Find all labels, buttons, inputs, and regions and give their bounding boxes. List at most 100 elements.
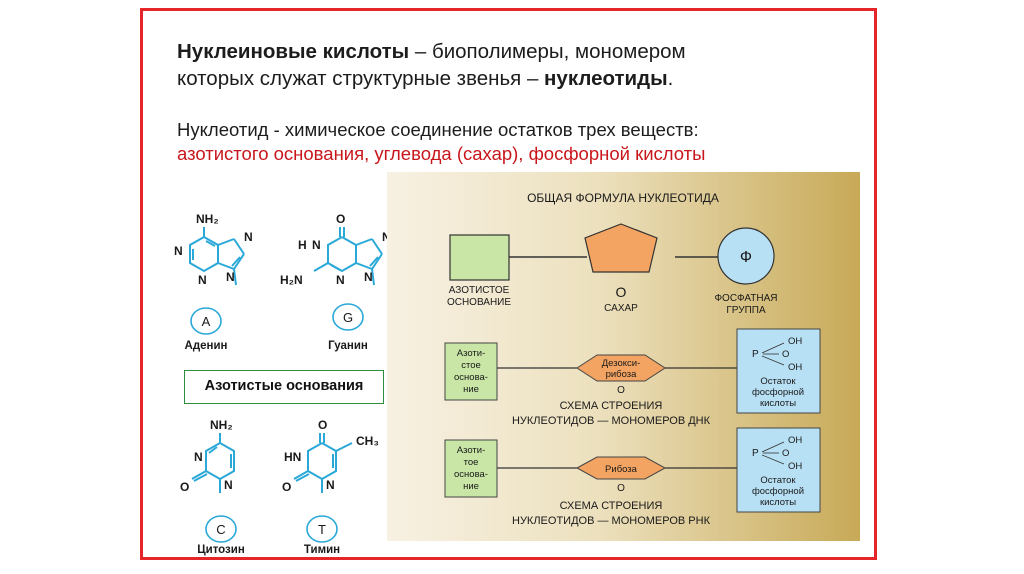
adenine-circle-svg: A	[190, 307, 222, 335]
dna-base-box	[444, 342, 498, 401]
cytosine-n3: N	[194, 450, 203, 464]
dna-sugar-o: O	[617, 385, 625, 396]
dna-sugar-hexagon	[576, 354, 666, 382]
heading-end: .	[667, 67, 674, 90]
adenine-n7: N	[244, 230, 253, 244]
guanine-n9: N	[364, 270, 373, 284]
rna-base-line-3: основа-	[454, 469, 488, 480]
dna-p-bond-1	[761, 342, 785, 354]
dna-base-line-4: ние	[463, 384, 479, 395]
dna-residue-line-1: Остаток	[760, 376, 796, 387]
rna-base-line-2: тое	[464, 457, 479, 468]
heading-text-2: которых служат структурные звенья –	[177, 67, 545, 90]
adenine-n3: N	[198, 273, 207, 287]
heading-bold-2: нуклеотиды	[544, 67, 668, 90]
cytosine-structure: NH₂ N O N	[170, 415, 270, 515]
dna-phosphate-box	[736, 328, 821, 414]
cytosine-circle-svg: C	[205, 515, 237, 543]
dna-oh-3: OH	[788, 362, 802, 373]
cytosine-letter-circle: C	[203, 514, 239, 549]
cytosine-svg: NH₂ N O N	[180, 418, 235, 494]
slide-heading: Нуклеиновые кислоты – биополимеры, моном…	[177, 38, 867, 92]
thymine-hn: HN	[284, 450, 301, 464]
rna-base-box	[444, 439, 498, 498]
bases-label-box: Азотистые основания	[184, 370, 384, 404]
rna-sugar-hexagon	[575, 456, 667, 480]
dna-caption-1: СХЕМА СТРОЕНИЯ	[560, 400, 663, 412]
slide-frame	[140, 8, 877, 560]
guanine-structure: O H N H₂N N N N	[278, 205, 408, 305]
dna-residue-line-2: фосфорной	[752, 387, 804, 398]
adenine-n9: N	[226, 270, 235, 284]
thymine-circle-svg: T	[306, 515, 338, 543]
guanine-name: Гуанин	[328, 340, 368, 352]
rna-p-bond-3	[761, 454, 785, 465]
dna-residue-line-3: кислоты	[760, 398, 796, 409]
general-phosphate-label-2: ГРУППА	[726, 305, 766, 316]
rna-phosphate-box	[736, 427, 821, 513]
adenine-name: Аденин	[184, 340, 228, 352]
thymine-o-left: O	[282, 480, 291, 494]
adenine-letter: A	[202, 314, 211, 329]
dna-phosphate-p: P	[752, 349, 759, 360]
rna-sugar-label: Рибоза	[605, 464, 638, 475]
guanine-svg: O H N H₂N N N N	[280, 212, 391, 287]
guanine-h: H	[298, 238, 307, 252]
dna-oh-1: OH	[788, 336, 802, 347]
thymine-letter-circle: T	[304, 514, 340, 549]
guanine-n3: N	[336, 273, 345, 287]
cytosine-o: O	[180, 480, 189, 494]
rna-o-2: O	[782, 448, 789, 459]
guanine-n1: N	[312, 238, 321, 252]
cytosine-letter: C	[216, 522, 225, 537]
heading-bold-1: Нуклеиновые кислоты	[177, 40, 410, 63]
cytosine-nh2: NH₂	[210, 418, 233, 432]
guanine-o: O	[336, 212, 345, 226]
definition-line-1: Нуклеотид - химическое соединение остатк…	[177, 119, 699, 140]
dna-caption-2: НУКЛЕОТИДОВ — МОНОМЕРОВ ДНК	[512, 415, 711, 427]
rna-residue-line-1: Остаток	[760, 475, 796, 486]
definition-line-2: азотистого основания, углевода (сахар), …	[177, 143, 706, 164]
rna-phosphate-p: P	[752, 448, 759, 459]
general-base-label-2: ОСНОВАНИЕ	[447, 297, 511, 308]
dna-sugar-line-2: рибоза	[606, 369, 638, 380]
dna-sugar-line-1: Дезокси-	[602, 358, 641, 369]
general-sugar-o: O	[616, 284, 627, 300]
general-phosphate-symbol: Ф	[740, 249, 752, 266]
rna-sugar-o: O	[617, 483, 625, 494]
general-base-label-1: АЗОТИСТОЕ	[449, 285, 510, 296]
guanine-letter-circle: G	[330, 302, 366, 337]
cytosine-name: Цитозин	[197, 544, 245, 556]
dna-base-line-2: стое	[461, 360, 481, 371]
nucleotide-formula-panel: ОБЩАЯ ФОРМУЛА НУКЛЕОТИДА Ф O АЗОТИСТОЕ О…	[387, 172, 860, 541]
rna-caption-1: СХЕМА СТРОЕНИЯ	[560, 500, 663, 512]
cytosine-n1: N	[224, 478, 233, 492]
rna-base-line-1: Азоти-	[457, 445, 485, 456]
guanine-h2n: H₂N	[280, 273, 303, 287]
dna-p-bond-3	[761, 355, 785, 366]
dna-base-line-3: основа-	[454, 372, 488, 383]
general-title: ОБЩАЯ ФОРМУЛА НУКЛЕОТИДА	[527, 191, 719, 205]
rna-oh-3: OH	[788, 461, 802, 472]
thymine-ch3: CH₃	[356, 434, 379, 448]
general-sugar-label: САХАР	[604, 303, 638, 314]
general-base-box	[449, 234, 510, 281]
rna-oh-1: OH	[788, 435, 802, 446]
adenine-nh2: NH₂	[196, 212, 219, 226]
guanine-letter: G	[343, 310, 353, 325]
nucleotide-formula-svg: ОБЩАЯ ФОРМУЛА НУКЛЕОТИДА Ф O АЗОТИСТОЕ О…	[444, 191, 821, 527]
rna-caption-2: НУКЛЕОТИДОВ — МОНОМЕРОВ РНК	[512, 515, 711, 527]
general-sugar-pentagon	[584, 223, 658, 273]
adenine-letter-circle: A	[188, 306, 224, 341]
thymine-o-top: O	[318, 418, 327, 432]
definition-text: Нуклеотид - химическое соединение остатк…	[177, 118, 867, 166]
guanine-n7: N	[382, 230, 391, 244]
heading-text-1: – биополимеры, мономером	[409, 40, 686, 63]
thymine-letter: T	[318, 522, 326, 537]
rna-base-line-4: ние	[463, 481, 479, 492]
guanine-circle-svg: G	[332, 303, 364, 331]
general-phosphate-label-1: ФОСФАТНАЯ	[714, 293, 777, 304]
general-phosphate-circle	[717, 227, 775, 285]
thymine-n1: N	[326, 478, 335, 492]
adenine-structure: NH₂ N N N N	[160, 205, 280, 305]
